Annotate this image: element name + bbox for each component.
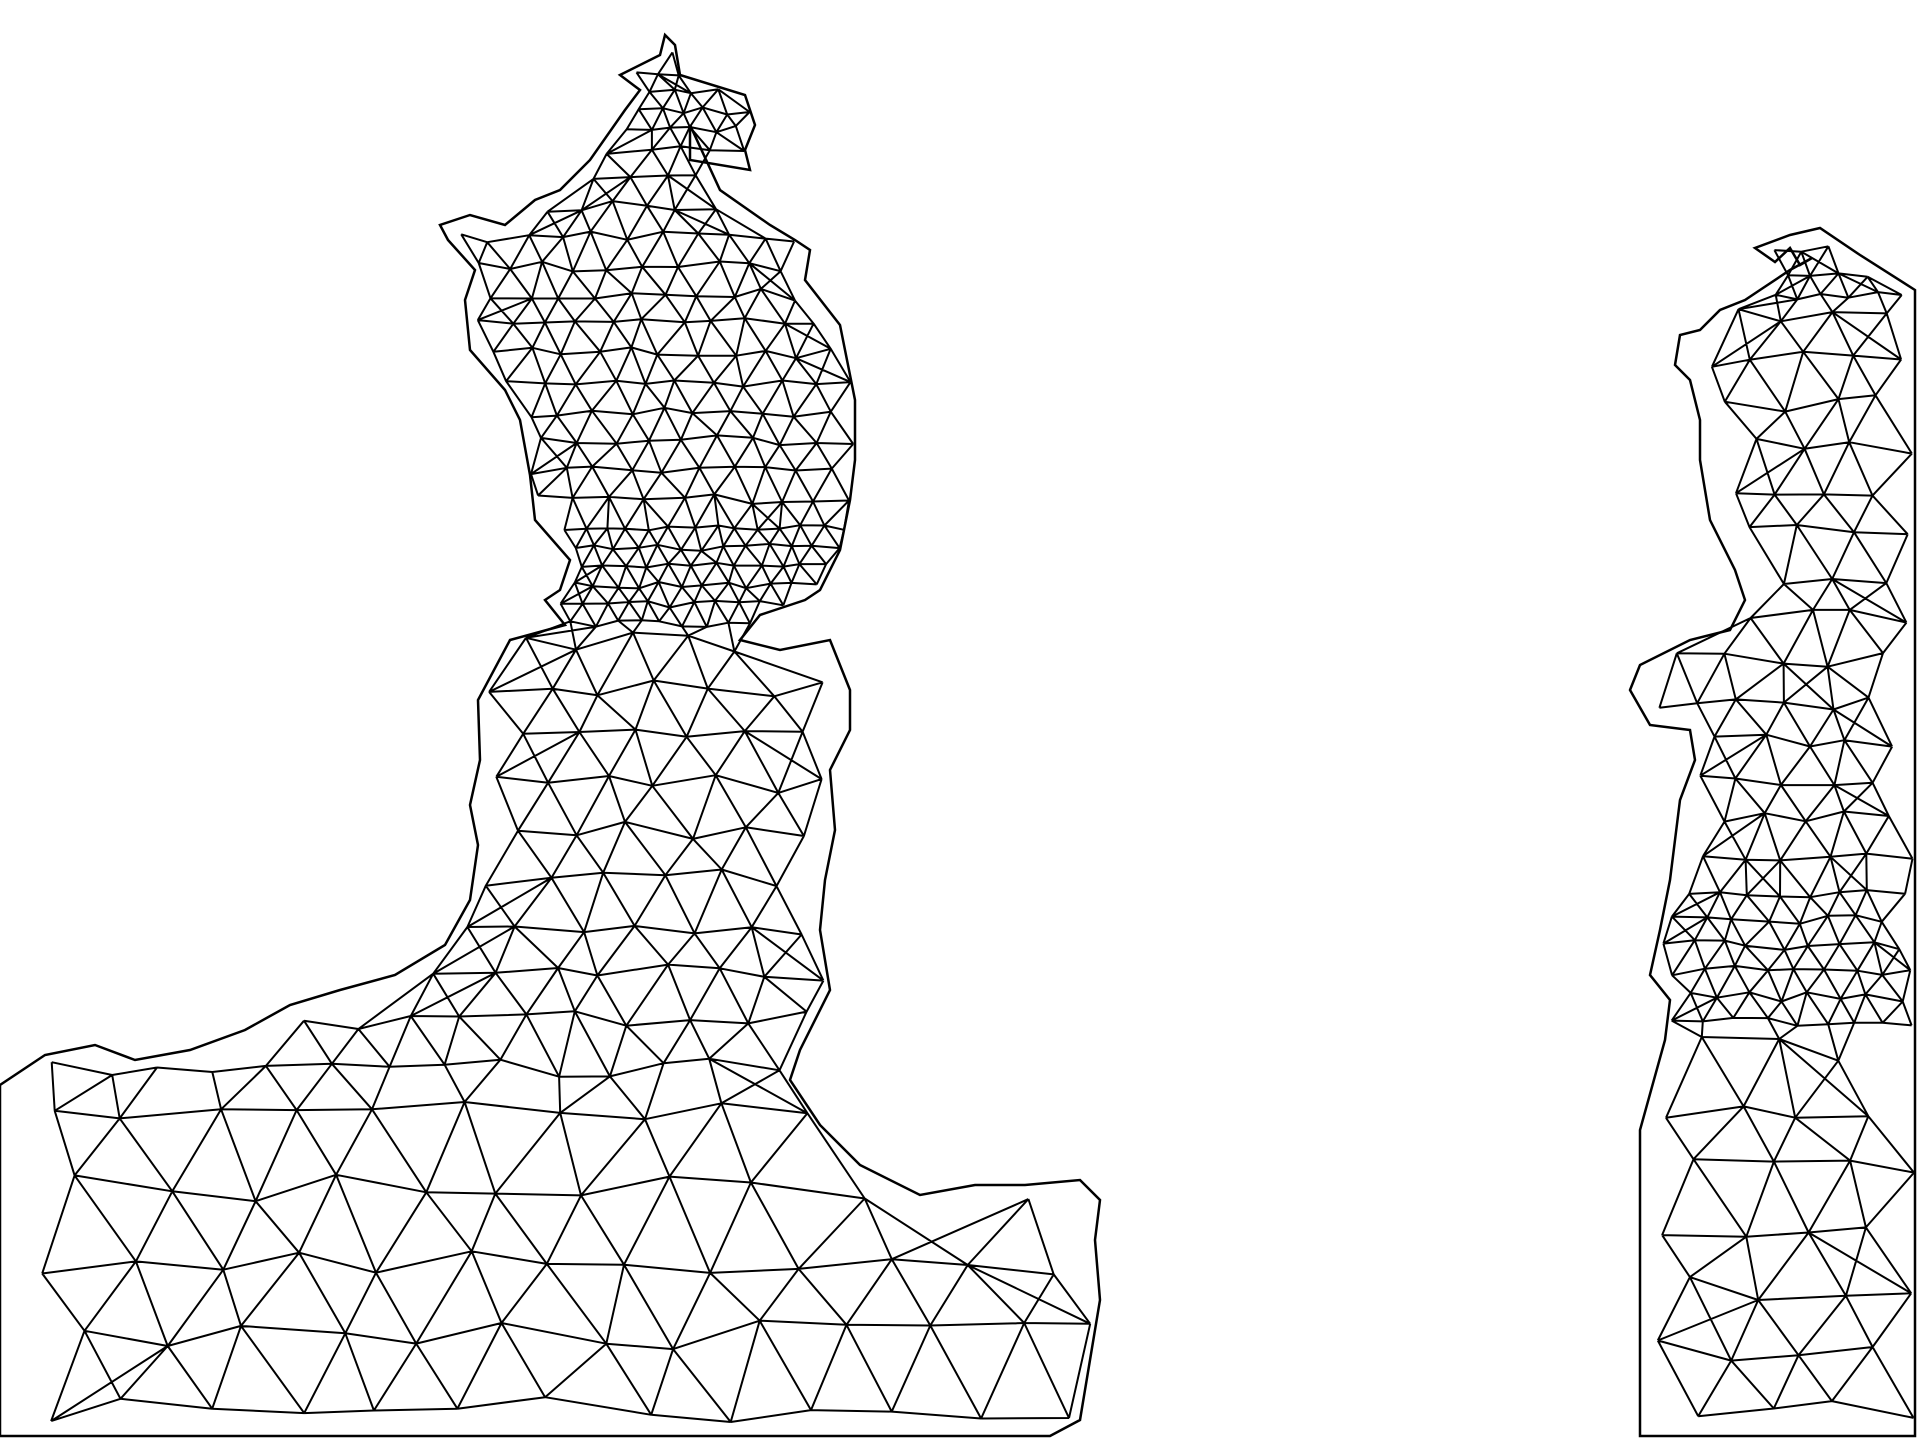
mesh-boundary <box>0 32 1102 1438</box>
mesh-boundary <box>1628 226 1917 1438</box>
mesh-edges <box>1656 245 1915 1419</box>
left-mesh-region <box>0 32 1102 1438</box>
right-mesh-region <box>1628 226 1917 1438</box>
mesh-edges <box>41 51 1092 1423</box>
